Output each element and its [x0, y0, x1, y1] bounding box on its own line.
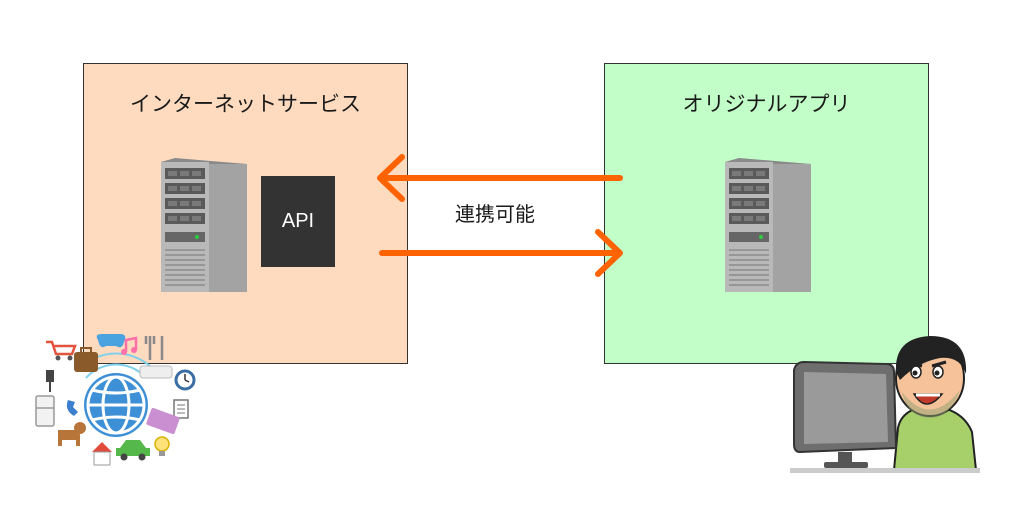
api-label: API — [281, 210, 315, 232]
internet-service-title: インターネットサービス — [130, 92, 361, 116]
server-icon — [161, 158, 247, 292]
cart-icon — [46, 340, 77, 361]
internet-service-box: インターネットサービス — [83, 63, 408, 364]
globe-icon — [35, 334, 196, 466]
api-block: API — [261, 176, 335, 267]
arrow-to-original-app — [379, 229, 623, 277]
connection-label: 連携可能 — [455, 202, 535, 226]
server-icon — [725, 158, 811, 292]
arrow-to-internet-service — [377, 154, 623, 202]
original-app-title: オリジナルアプリ — [682, 92, 851, 116]
user-at-computer-icon — [790, 336, 980, 473]
connection-arrows — [377, 154, 623, 277]
